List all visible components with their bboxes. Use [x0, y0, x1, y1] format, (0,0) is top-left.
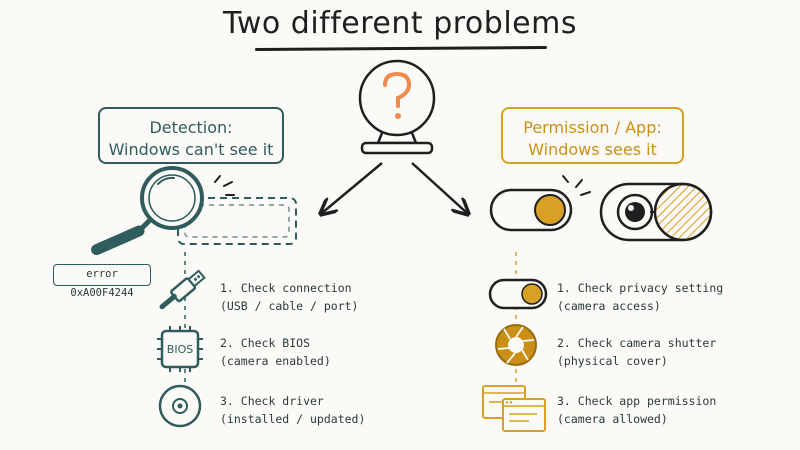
right-step-3-title: 3. Check app permission [557, 394, 717, 408]
page-title: Two different problems [223, 6, 577, 41]
left-step-3-detail: (installed / updated) [220, 412, 366, 426]
permission-heading-line1: Permission / App: [523, 118, 662, 137]
toggle-switch-large-icon [489, 175, 591, 232]
detection-heading-line2: Windows can't see it [108, 140, 274, 159]
detection-heading-line1: Detection: [149, 118, 233, 137]
magnifying-glass-icon [91, 166, 297, 256]
left-step-2-title: 2. Check BIOS [220, 336, 311, 350]
right-step-privacy: 1. Check privacy setting (camera access) [557, 279, 723, 315]
toggle-switch-icon [488, 278, 548, 310]
right-step-app: 3. Check app permission (camera allowed) [557, 392, 716, 428]
left-step-1-detail: (USB / cable / port) [220, 299, 359, 313]
right-step-2-detail: (physical cover) [557, 354, 668, 368]
permission-heading-box: Permission / App: Windows sees it [501, 107, 684, 164]
camera-shutter-icon [495, 324, 537, 366]
left-step-1-title: 1. Check connection [220, 281, 352, 295]
left-step-driver: 3. Check driver (installed / updated) [220, 392, 365, 428]
left-step-connection: 1. Check connection (USB / cable / port) [220, 279, 358, 315]
webcam-question-icon [358, 59, 436, 155]
right-step-3-detail: (camera allowed) [557, 412, 668, 426]
branch-arrows [322, 162, 467, 213]
right-step-1-title: 1. Check privacy setting [557, 281, 724, 295]
left-step-3-title: 3. Check driver [220, 394, 324, 408]
usb-plug-icon [159, 269, 206, 310]
camera-cover-icon [599, 182, 713, 242]
right-step-1-detail: (camera access) [557, 299, 661, 313]
bios-chip-icon: BIOS [157, 326, 203, 372]
permission-heading-line2: Windows sees it [528, 140, 657, 159]
disc-icon [158, 384, 202, 428]
app-windows-icon [482, 385, 546, 432]
right-step-2-title: 2. Check camera shutter [557, 336, 717, 350]
right-step-shutter: 2. Check camera shutter (physical cover) [557, 334, 716, 370]
detection-heading-box: Detection: Windows can't see it [98, 107, 284, 164]
left-step-2-detail: (camera enabled) [220, 354, 331, 368]
error-code-tag: error 0xA00F4244 [53, 264, 151, 299]
left-step-bios: 2. Check BIOS (camera enabled) [220, 334, 331, 370]
bios-chip-label: BIOS [167, 343, 193, 356]
